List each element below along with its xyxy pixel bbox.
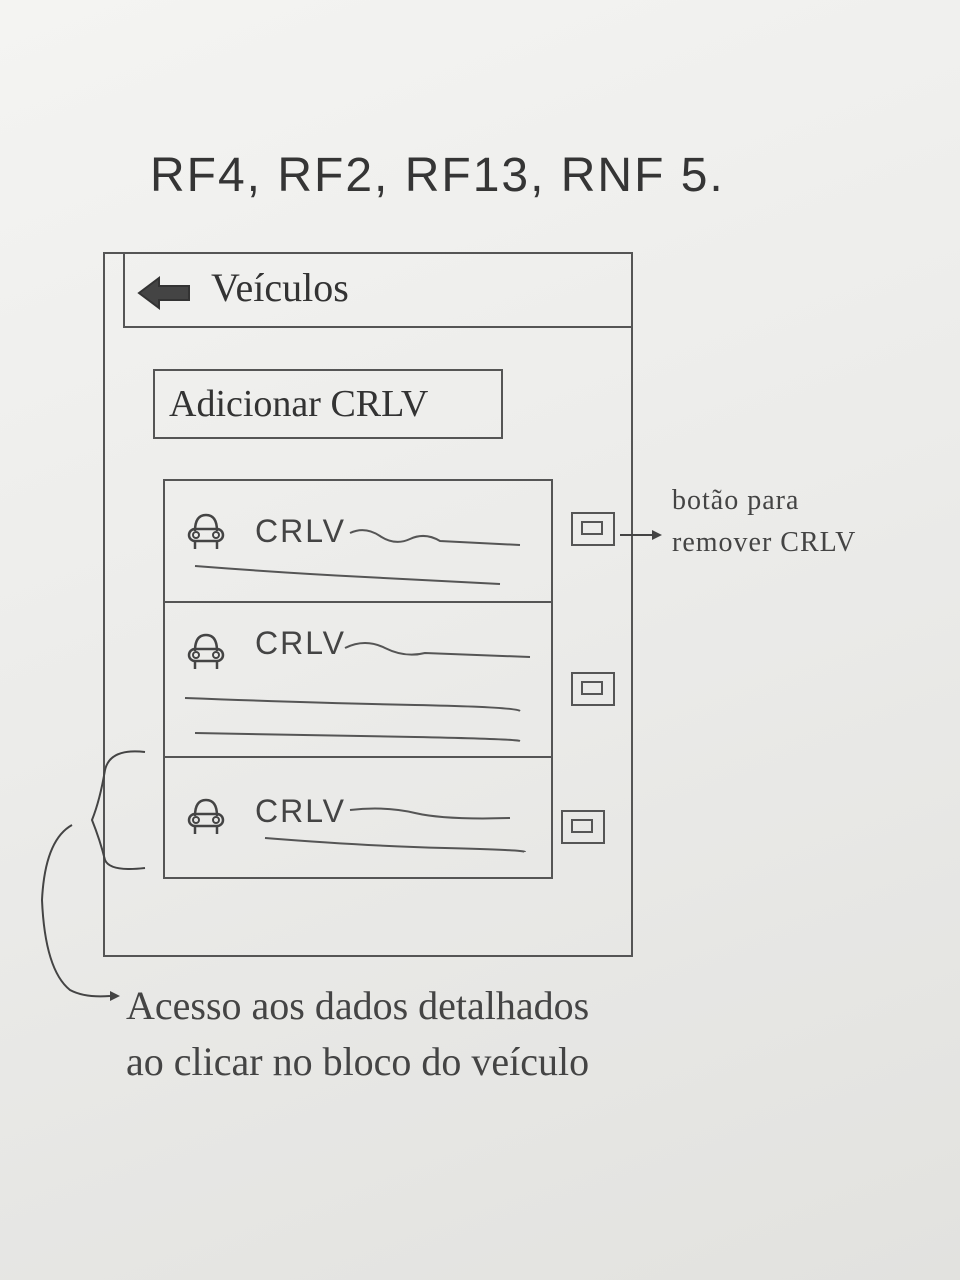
vehicle-item[interactable]: CRLV: [165, 481, 551, 601]
car-icon: [187, 513, 225, 549]
phone-frame: Veículos Adicionar CRLV CRLV: [103, 252, 633, 957]
remove-crlv-button[interactable]: [561, 810, 605, 844]
requirements-heading: RF4, RF2, RF13, RNF 5.: [150, 149, 725, 202]
annotation-line: ao clicar no bloco do veículo: [126, 1039, 590, 1084]
annotation-line: remover CRLV: [672, 527, 857, 558]
add-crlv-button[interactable]: Adicionar CRLV: [153, 369, 503, 439]
placeholder-text-lines: [264, 807, 526, 853]
vehicle-item-label: CRLV: [255, 513, 346, 549]
remove-button-annotation: botão para remover CRLV: [672, 480, 856, 564]
car-icon: [187, 633, 225, 669]
annotation-line: Acesso aos dados detalhados: [126, 983, 590, 1028]
vehicle-item-label: CRLV: [255, 793, 346, 829]
car-icon: [187, 798, 225, 834]
page-title: Veículos: [211, 265, 349, 310]
remove-crlv-button[interactable]: [571, 512, 615, 546]
vehicle-item-label: CRLV: [255, 625, 346, 661]
placeholder-text-lines: [184, 642, 531, 742]
placeholder-text-lines: [194, 529, 521, 585]
annotation-line: botão para: [672, 485, 800, 516]
vehicle-item[interactable]: CRLV: [165, 756, 551, 877]
arrow-left-icon[interactable]: [137, 276, 193, 310]
remove-crlv-button[interactable]: [571, 672, 615, 706]
vehicle-item[interactable]: CRLV: [165, 601, 551, 756]
app-bar: Veículos: [123, 254, 633, 328]
access-annotation: Acesso aos dados detalhados ao clicar no…: [126, 978, 589, 1090]
vehicle-list: CRLV CRLV: [163, 479, 553, 879]
